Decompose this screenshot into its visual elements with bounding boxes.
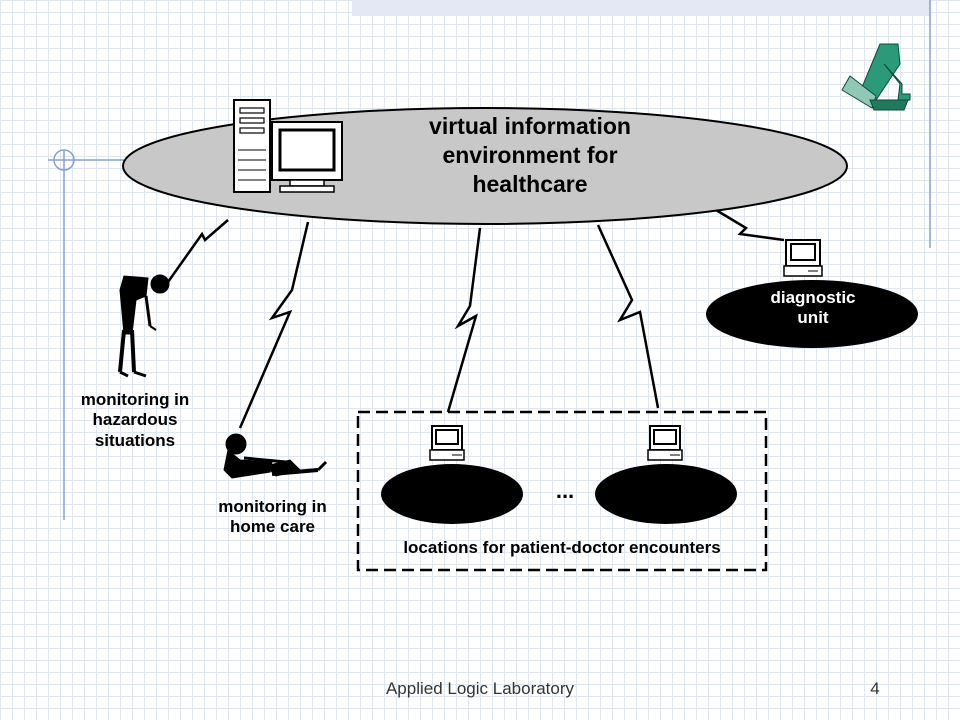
location-node-1 [381,464,523,524]
diagnostic-line: unit [797,308,829,328]
hazard-line: hazardous [92,410,178,430]
computer-icon [783,239,823,277]
hazard-line: situations [94,430,176,450]
locations-box [356,410,768,572]
server-tower-icon [233,99,271,193]
ellipsis-label: ... [555,478,575,503]
lightning-link-icon [446,227,482,413]
computer-icon [429,425,465,461]
top-banner [352,0,930,16]
standing-person-icon [118,274,170,378]
lightning-link-icon [238,221,310,429]
location-node-2 [595,464,737,524]
title-line: environment for [442,141,618,168]
lightning-link-icon [166,219,229,283]
home-line: monitoring in [218,497,327,516]
computer-icon [647,425,683,461]
lightning-links [166,208,785,429]
page-number: 4 [870,679,880,698]
diagnostic-unit-label: diagnostic unit [738,288,888,329]
al-logo-icon [841,43,911,111]
hazard-line: monitoring in [80,390,190,409]
computer-icon [271,121,343,193]
locations-label: locations for patient-doctor encounters [403,538,721,557]
diagnostic-unit-ellipse [706,280,918,348]
title-line: virtual information [429,113,631,139]
main-title: virtual information environment for heal… [380,112,680,198]
lightning-link-icon [596,224,660,409]
accent-circle [53,149,75,171]
title-line: healthcare [472,170,588,197]
hazard-monitoring-label: monitoring in hazardous situations [50,390,220,451]
reclining-person-icon [223,433,328,479]
home-line: home care [229,517,316,537]
home-care-label: monitoring in home care [185,497,360,538]
footer-lab-name: Applied Logic Laboratory [385,679,575,698]
diagnostic-line: diagnostic [770,288,856,307]
lightning-link-icon [715,208,785,242]
